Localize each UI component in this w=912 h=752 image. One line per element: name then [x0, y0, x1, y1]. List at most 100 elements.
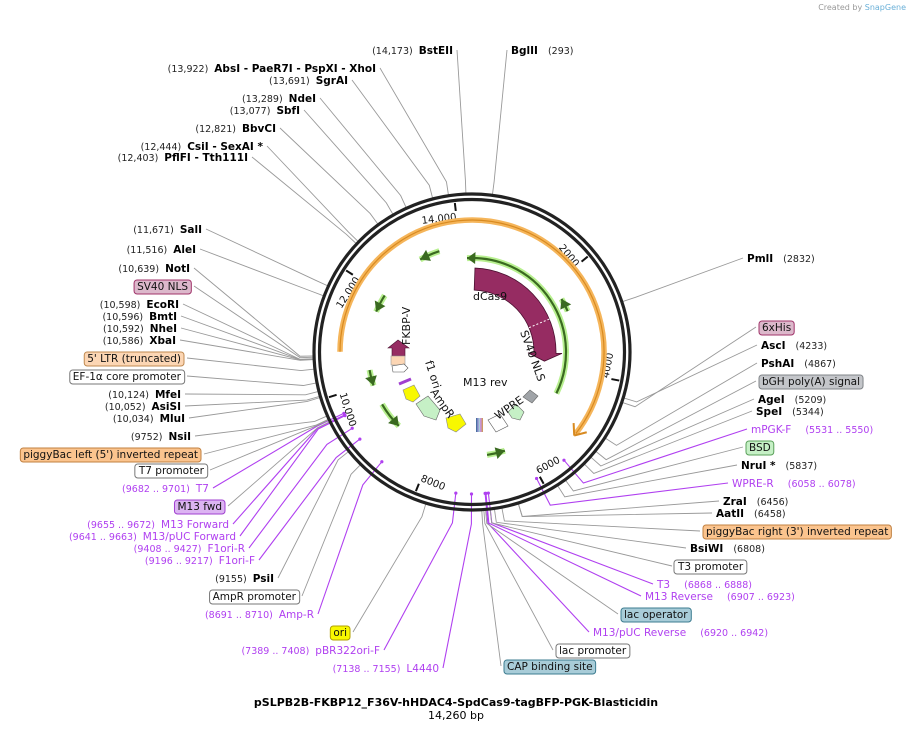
enzyme-position: (4867)	[804, 359, 836, 370]
enzyme-site[interactable]: (12,403)PflFI - Tth111I	[118, 152, 248, 164]
feature-label[interactable]: piggyBac left (5') inverted repeat	[19, 447, 202, 463]
enzyme-name: PflFI - Tth111I	[164, 152, 248, 164]
enzyme-site[interactable]: PmlI(2832)	[747, 253, 815, 265]
enzyme-site[interactable]: (12,444)CsiI - SexAI *	[141, 141, 264, 153]
feature-label[interactable]: T3 promoter	[673, 559, 748, 575]
enzyme-site[interactable]: NruI *(5837)	[741, 460, 817, 472]
backbone-inner	[317, 197, 627, 507]
feature-label[interactable]: piggyBac right (3') inverted repeat	[702, 524, 892, 540]
feature-label[interactable]: SV40 NLS	[133, 279, 192, 295]
primer-label[interactable]: WPRE-R(6058 .. 6078)	[732, 478, 856, 490]
feature-label[interactable]: lac operator	[620, 607, 692, 623]
enzyme-leader-line	[604, 362, 758, 446]
primer-label[interactable]: M13/pUC Reverse(6920 .. 6942)	[593, 627, 768, 639]
fkbp-v-feature[interactable]	[387, 339, 410, 357]
enzyme-name: PshAI	[761, 358, 794, 370]
primer-marker	[454, 491, 458, 495]
dcas9-feature[interactable]	[473, 267, 563, 362]
ltr-feature[interactable]	[390, 355, 406, 366]
feature-label[interactable]: CAP binding site	[503, 659, 597, 675]
enzyme-site[interactable]: (11,671)SalI	[133, 224, 202, 236]
feature-label-box	[19, 447, 202, 463]
primer-label[interactable]: (7138 .. 7155)L4440	[333, 663, 439, 675]
feature-label[interactable]: M13 fwd	[173, 499, 226, 515]
feature-leader-line	[301, 464, 362, 597]
enzyme-site[interactable]: AgeI(5209)	[758, 394, 826, 406]
promoter-feature[interactable]	[391, 363, 409, 373]
ori-feature[interactable]	[445, 413, 467, 433]
primer-label[interactable]: (9641 .. 9663)M13/pUC Forward	[69, 531, 236, 543]
primer-name: pBR322ori-F	[315, 645, 380, 657]
enzyme-site[interactable]: (12,821)BbvCI	[195, 123, 276, 135]
feature-label[interactable]: AmpR promoter	[209, 589, 301, 605]
bsd-region-arrow-arrowhead-icon	[467, 252, 476, 265]
enzyme-site[interactable]: (10,592)NheI	[103, 323, 177, 335]
inner-label: FKBP-V	[400, 306, 413, 345]
enzyme-position: (10,592)	[103, 324, 144, 335]
primer-label[interactable]: (9655 .. 9672)M13 Forward	[87, 519, 229, 531]
feature-leader-line	[489, 508, 673, 567]
enzyme-site[interactable]: BglII(293)	[511, 45, 573, 57]
feature-label[interactable]: bGH poly(A) signal	[758, 374, 864, 390]
feature-label[interactable]: 5' LTR (truncated)	[83, 351, 185, 367]
enzyme-site[interactable]: BsiWI(6808)	[690, 543, 765, 555]
feature-label[interactable]: EF-1α core promoter	[69, 369, 186, 385]
enzyme-site[interactable]: (13,077)SbfI	[230, 105, 300, 117]
enzyme-site[interactable]: (9752)NsiI	[131, 431, 191, 443]
enzyme-leader-line	[199, 248, 325, 297]
enzyme-position: (9752)	[131, 432, 163, 443]
wpre-feature[interactable]	[487, 413, 509, 433]
enzyme-site[interactable]: (10,124)MfeI	[108, 389, 181, 401]
enzyme-site[interactable]: (10,586)XbaI	[103, 335, 176, 347]
small-feature-arrow-1-arrowhead-icon	[374, 300, 386, 312]
enzyme-site[interactable]: (13,691)SgrAI	[269, 75, 348, 87]
feature-leader-line	[481, 509, 502, 667]
enzyme-site[interactable]: (10,596)BmtI	[102, 311, 177, 323]
enzyme-site[interactable]: (9155)PsiI	[215, 573, 274, 585]
feature-label[interactable]: T7 promoter	[134, 463, 209, 479]
m13-fwd-feature[interactable]	[398, 377, 412, 386]
primer-label[interactable]: M13 Reverse(6907 .. 6923)	[645, 591, 795, 603]
enzyme-site[interactable]: (11,516)AleI	[127, 244, 196, 256]
primer-label[interactable]: (8691 .. 8710)Amp-R	[205, 609, 314, 621]
feature-label-text: lac promoter	[559, 645, 627, 657]
enzyme-site[interactable]: SpeI(5344)	[756, 406, 824, 418]
primer-name: M13/pUC Reverse	[593, 627, 686, 639]
primer-label[interactable]: (9682 .. 9701)T7	[122, 483, 209, 495]
enzyme-site[interactable]: ZraI(6456)	[723, 496, 788, 508]
tick-mark	[538, 476, 545, 485]
feature-label[interactable]: 6xHis	[758, 320, 795, 336]
enzyme-site[interactable]: PshAI (4867)	[761, 358, 836, 370]
enzyme-site[interactable]: (13,922)AbsI - PaeR7I - PspXI - XhoI	[168, 63, 376, 75]
bgh-polya-feature[interactable]	[522, 389, 539, 404]
primer-leader-line	[487, 492, 654, 585]
enzyme-position: (2832)	[783, 254, 815, 265]
plasmid-length: 14,260 bp	[428, 709, 484, 722]
enzyme-site[interactable]: (13,289)NdeI	[242, 93, 316, 105]
ampr-feature[interactable]	[415, 395, 441, 421]
enzyme-site[interactable]: (14,173)BstEII	[372, 45, 453, 57]
feature-label-text: EF-1α core promoter	[73, 371, 182, 383]
enzyme-site[interactable]: (10,598)EcoRI	[100, 299, 179, 311]
primer-label[interactable]: mPGK-F(5531 .. 5550)	[751, 424, 873, 436]
primer-range: (9196 .. 9217)	[145, 556, 213, 567]
enzyme-leader-line	[277, 450, 350, 579]
feature-label[interactable]: BSD	[745, 440, 775, 456]
bsd-feature[interactable]	[507, 403, 525, 421]
feature-label-box	[758, 320, 795, 336]
f1-ori-feature[interactable]	[402, 384, 421, 403]
primer-leader-line	[484, 493, 590, 633]
primer-marker	[535, 476, 539, 481]
enzyme-site[interactable]: (10,034)MluI	[113, 413, 185, 425]
primer-label[interactable]: (7389 .. 7408)pBR322ori-F	[241, 645, 380, 657]
enzyme-site[interactable]: AatII(6458)	[716, 508, 786, 520]
primer-label[interactable]: T3(6868 .. 6888)	[656, 579, 752, 591]
primer-name: T3	[656, 579, 670, 591]
enzyme-site[interactable]: AscI(4233)	[761, 340, 827, 352]
feature-label[interactable]: ori	[329, 625, 351, 641]
primer-label[interactable]: (9196 .. 9217)F1ori-F	[145, 555, 255, 567]
feature-label[interactable]: lac promoter	[555, 643, 631, 659]
primer-label[interactable]: (9408 .. 9427)F1ori-R	[134, 543, 245, 555]
enzyme-site[interactable]: (10,639)NotI	[118, 263, 190, 275]
enzyme-site[interactable]: (10,052)AsiSI	[105, 401, 181, 413]
